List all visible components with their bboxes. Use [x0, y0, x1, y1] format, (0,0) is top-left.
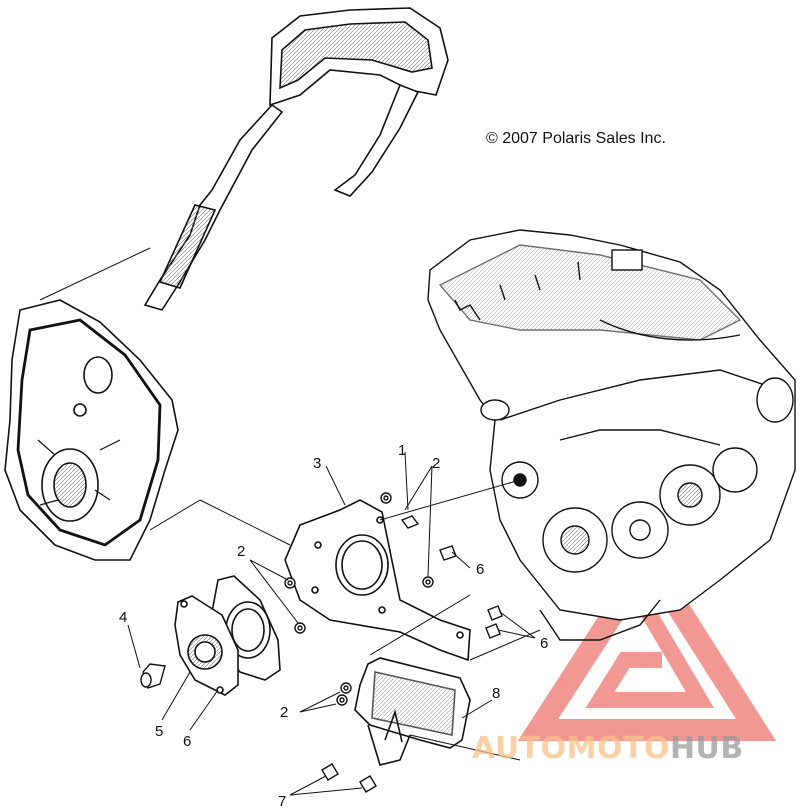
callout-labels: 1 2 3 2 6 4 6 8 2 5 6 7 [119, 442, 548, 810]
adapter-plate [284, 499, 471, 662]
lower-bracket [354, 657, 471, 766]
svg-text:AUTOMOTOHUB: AUTOMOTOHUB [472, 731, 744, 766]
watermark-text: AUTOMOTOHUB [472, 731, 744, 766]
watermark-hub: HUB [670, 731, 744, 766]
leader-lines [39, 247, 541, 796]
callout-6-right: 6 [476, 561, 484, 578]
callout-2-top: 2 [432, 455, 440, 472]
watermark-auto: AUTO [472, 731, 567, 766]
callout-2-mid: 2 [237, 543, 245, 560]
engine-assembly [427, 229, 796, 641]
callout-7: 7 [278, 793, 286, 810]
callout-6-lower-right: 6 [540, 635, 548, 652]
frame-bracket [143, 7, 449, 311]
watermark-logo [517, 539, 777, 741]
callout-4: 4 [119, 609, 127, 626]
copyright-notice: © 2007 Polaris Sales Inc. [486, 130, 666, 147]
callout-2-low: 2 [280, 704, 288, 721]
callout-1: 1 [398, 442, 406, 459]
callout-8: 8 [492, 685, 500, 702]
callout-5: 5 [155, 723, 163, 740]
callout-6-left: 6 [183, 733, 191, 750]
engine-side-cover [4, 299, 179, 561]
fasteners [140, 492, 503, 793]
watermark-moto: MOTO [567, 731, 670, 766]
bearing-housing [174, 595, 239, 696]
callout-3: 3 [313, 455, 321, 472]
